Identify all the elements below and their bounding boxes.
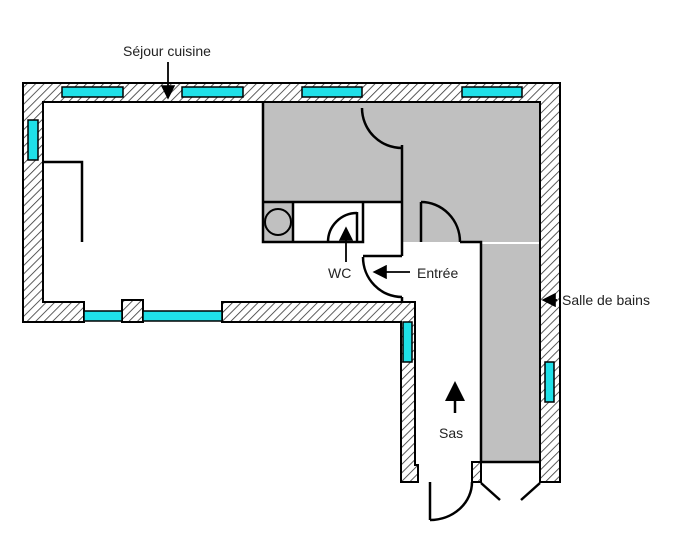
- window: [402, 321, 413, 363]
- label-sas: Sas: [439, 425, 463, 441]
- window: [461, 86, 523, 98]
- bathroom-area: [402, 102, 540, 242]
- window: [27, 119, 39, 161]
- label-salle-de-bains: Salle de bains: [562, 292, 650, 308]
- window: [142, 310, 223, 322]
- partitions: [43, 102, 541, 520]
- kitchen-area: [263, 102, 402, 202]
- door-swings: [326, 107, 474, 522]
- window: [83, 310, 123, 322]
- window: [544, 361, 555, 403]
- bathroom-lower-area: [481, 242, 540, 462]
- window: [61, 86, 124, 98]
- walls: [22, 82, 561, 483]
- label-entree: Entrée: [417, 265, 458, 281]
- windows: [27, 86, 555, 403]
- window: [301, 86, 363, 98]
- window: [181, 86, 244, 98]
- washbasin-icon: [264, 208, 292, 236]
- label-wc: WC: [328, 265, 351, 281]
- label-sejour-cuisine: Séjour cuisine: [123, 43, 211, 59]
